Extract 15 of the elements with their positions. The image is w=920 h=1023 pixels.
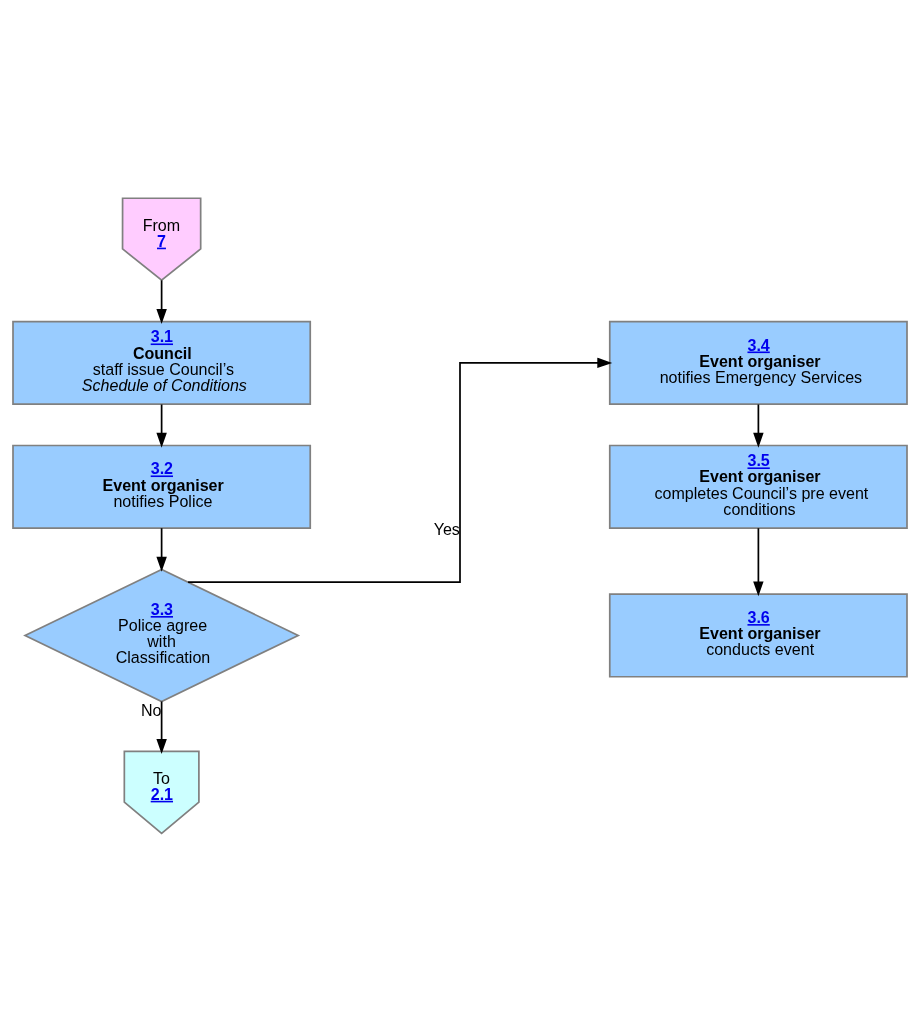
edge-label: Yes [433,519,460,538]
arrow [156,700,167,754]
node-diamond: 3.3 Police agree with Classification [23,568,301,703]
edge-label: No [141,701,162,720]
arrow [187,357,613,583]
arrow [156,527,167,572]
node-box: 3.1 Council staff issue Council’s Schedule of Conditions [12,320,312,406]
node-box: 3.2 Event organiser notifies Police [12,444,312,529]
node-box: 3.5 Event organiser completes Council’s pre event conditions [608,444,908,529]
node-box: 3.4 Event organiser notifies Emergency Services [608,320,908,406]
arrow [753,527,764,597]
arrow [156,279,167,324]
arrow [156,403,167,448]
node-box: 3.6 Event organiser conducts event [608,593,908,678]
arrow [753,403,764,448]
